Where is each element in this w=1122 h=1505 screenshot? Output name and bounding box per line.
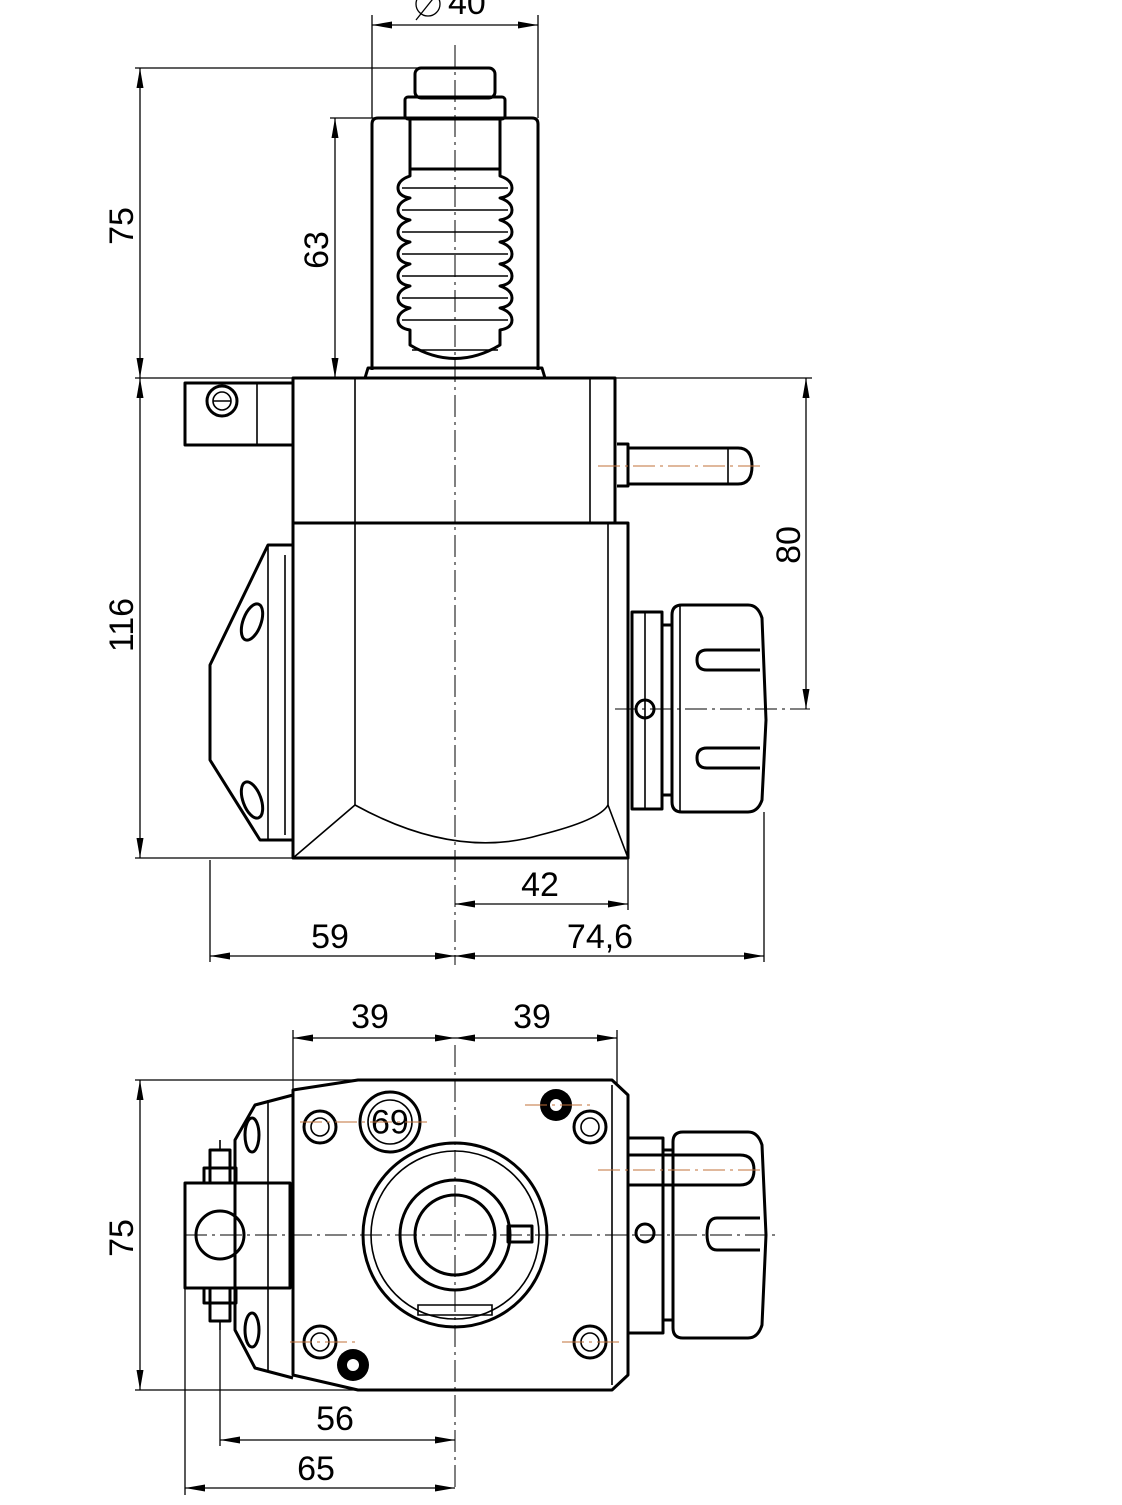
top-housing <box>291 1078 630 1392</box>
dim-width-59: 59 <box>311 918 349 956</box>
dim-width-74-6: 74,6 <box>567 918 633 956</box>
dim-height-75: 75 <box>103 207 141 245</box>
top-collet-nut <box>671 1130 768 1340</box>
thread <box>396 167 514 360</box>
dim-width-39-right: 39 <box>513 998 551 1036</box>
locating-pin <box>617 442 754 488</box>
side-dimensions: 40 75 63 116 80 42 59 <box>103 0 812 962</box>
dim-diameter-40: 40 <box>448 0 486 22</box>
dim-width-42: 42 <box>521 866 559 904</box>
left-flange <box>208 543 293 842</box>
dim-height-116: 116 <box>103 598 141 652</box>
bracket-screw <box>205 384 239 418</box>
top-view: 69 39 39 <box>103 998 780 1495</box>
screws <box>302 1089 608 1381</box>
dim-width-65: 65 <box>297 1450 335 1488</box>
bracket <box>183 381 293 447</box>
lower-body <box>291 521 630 860</box>
dim-width-56: 56 <box>316 1400 354 1438</box>
side-view: 40 75 63 116 80 42 59 <box>103 0 812 965</box>
dim-height-63: 63 <box>298 231 336 269</box>
top-dimensions: 39 39 75 56 65 <box>103 998 618 1495</box>
dim-height-80: 80 <box>770 526 808 564</box>
upper-body <box>291 376 617 525</box>
dim-width-39-left: 39 <box>351 998 389 1036</box>
collet-nut <box>670 603 768 814</box>
engraved-mark: 69 <box>371 1102 409 1140</box>
dim-height-75-top: 75 <box>103 1219 141 1257</box>
